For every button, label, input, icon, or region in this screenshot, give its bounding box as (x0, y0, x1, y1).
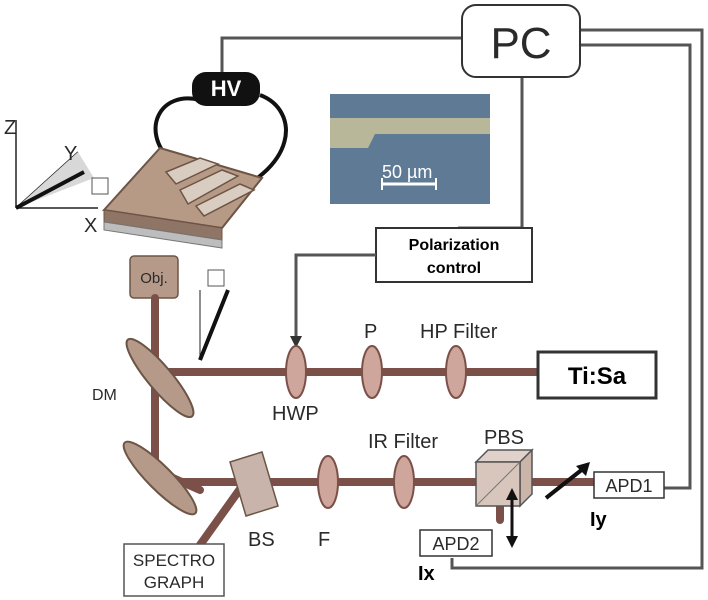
mirror (122, 440, 198, 516)
polarization-label-1: Polarization (409, 237, 500, 254)
spectro-label-1: SPECTRO (133, 551, 215, 570)
apd2-detector[interactable]: APD2 Ix (418, 529, 493, 585)
ir-filter: IR Filter (368, 431, 438, 509)
laser-label: Ti:Sa (568, 363, 627, 390)
half-wave-plate[interactable]: HWP (272, 345, 319, 425)
scale-bar-label: 50 µm (382, 162, 432, 182)
ir-filter-label: IR Filter (368, 431, 438, 453)
hv-label: HV (211, 76, 242, 101)
pbs-cube: PBS (474, 427, 534, 508)
f-label: F (318, 529, 330, 551)
iy-label: Iy (590, 509, 608, 531)
dichroic-mirror: DM (92, 337, 195, 419)
polarization-indicator-icon (198, 269, 230, 361)
axis-x-label: X (84, 215, 97, 237)
pc-box[interactable]: PC (461, 4, 581, 78)
axis-z-label: Z (4, 117, 16, 139)
polarization-label-2: control (427, 260, 481, 277)
sample-stage (102, 146, 264, 249)
dm-label: DM (92, 387, 117, 404)
spectrograph-box: SPECTRO GRAPH (123, 543, 225, 597)
axis-y-label: Y (64, 143, 77, 165)
pc-label: PC (490, 19, 551, 68)
objective-lens: Obj. (129, 255, 179, 299)
xyz-axes: Z Y X (4, 117, 109, 237)
hp-filter: HP Filter (420, 321, 498, 399)
laser-box: Ti:Sa (536, 350, 658, 400)
beam-splitter: BS (229, 451, 279, 551)
beam-paths (151, 294, 616, 549)
spectro-label-2: GRAPH (144, 573, 204, 592)
polarization-control[interactable]: Polarization control (375, 227, 533, 283)
apd1-detector[interactable]: APD1 Iy (590, 471, 665, 531)
micrograph-inset: 50 µm (330, 94, 490, 204)
lens-f: F (317, 455, 339, 551)
apd2-label: APD2 (432, 534, 479, 554)
objective-label: Obj. (140, 270, 168, 287)
pbs-label: PBS (484, 427, 524, 449)
polarization-arrow (290, 336, 302, 348)
polarizer: P (361, 321, 383, 399)
ix-label: Ix (418, 563, 435, 585)
bs-label: BS (248, 529, 275, 551)
p-label: P (364, 321, 377, 343)
hwp-label: HWP (272, 403, 319, 425)
hp-filter-label: HP Filter (420, 321, 498, 343)
polarization-arrows (506, 462, 590, 548)
apd1-label: APD1 (605, 476, 652, 496)
polarization-control-line (294, 253, 376, 342)
